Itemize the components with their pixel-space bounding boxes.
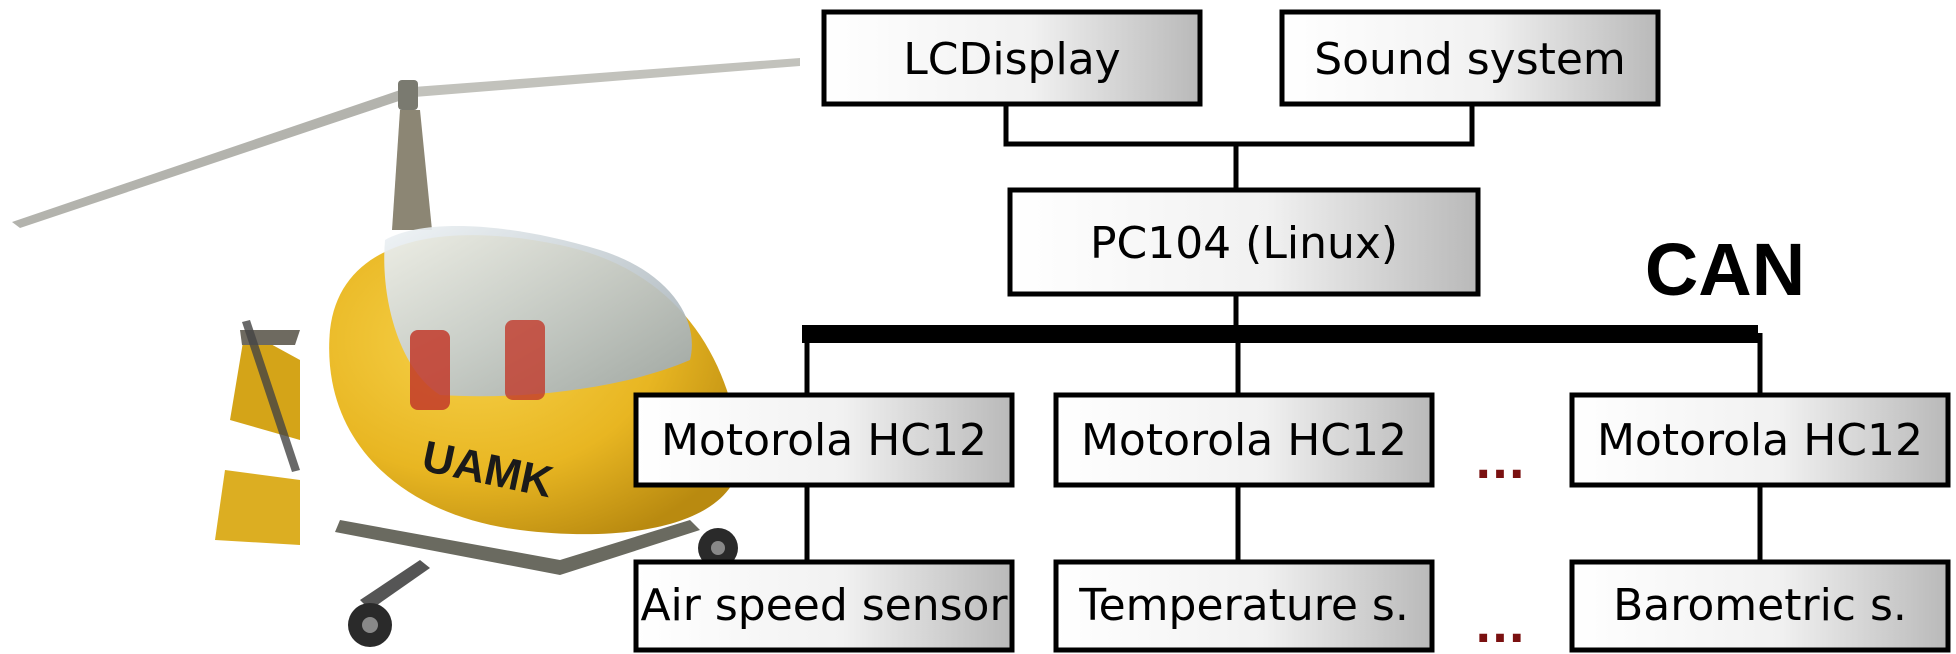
gyrocopter-image: UAMK <box>12 58 800 647</box>
edge-sound-system <box>1236 104 1475 147</box>
node-lcdisplay: LCDisplay <box>821 9 1203 107</box>
node-label: Motorola HC12 <box>661 415 987 466</box>
ellipsis-controllers: ... <box>1475 438 1525 489</box>
node-sensor-air-speed: Air speed sensor <box>633 559 1015 653</box>
node-sensor-barometric: Barometric s. <box>1569 559 1951 653</box>
can-bus-label: CAN <box>1645 228 1805 311</box>
node-sensor-temperature: Temperature s. <box>1053 559 1435 653</box>
node-sound-system: Sound system <box>1279 9 1661 107</box>
node-label: Barometric s. <box>1613 580 1907 631</box>
node-label: Motorola HC12 <box>1597 415 1923 466</box>
node-label: Sound system <box>1314 34 1626 85</box>
edge-lcdisplay <box>1003 104 1236 147</box>
node-controller-1: Motorola HC12 <box>633 392 1015 488</box>
node-label: Air speed sensor <box>640 580 1008 631</box>
node-label: Motorola HC12 <box>1081 415 1407 466</box>
node-controller-2: Motorola HC12 <box>1053 392 1435 488</box>
node-pc104: PC104 (Linux) <box>1007 187 1481 297</box>
node-label: LCDisplay <box>903 34 1120 85</box>
can-bus-line <box>802 325 1758 343</box>
node-controller-3: Motorola HC12 <box>1569 392 1951 488</box>
node-label: PC104 (Linux) <box>1090 218 1398 269</box>
node-label: Temperature s. <box>1078 580 1409 631</box>
ellipsis-sensors: ... <box>1475 602 1525 653</box>
